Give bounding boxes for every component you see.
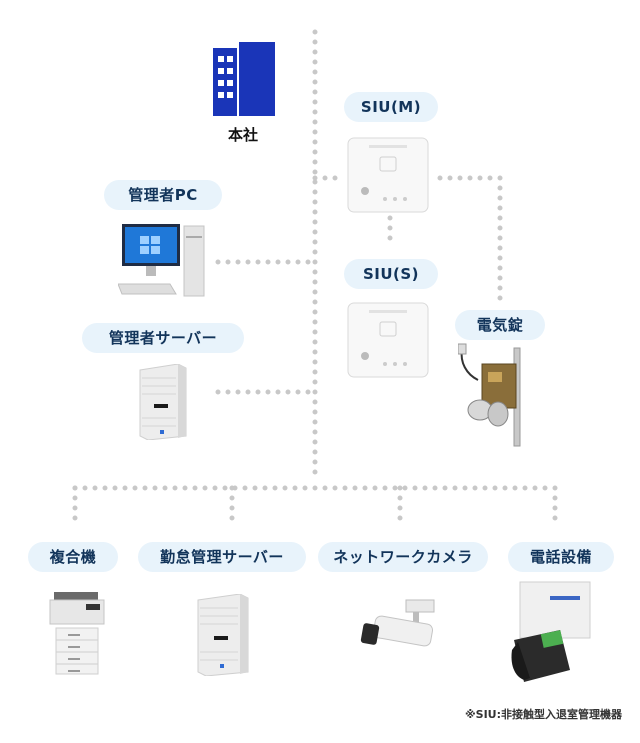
lock-label: 電気錠 [455, 310, 545, 340]
mfp-label: 複合機 [28, 542, 118, 572]
building-icon [213, 42, 275, 116]
attendance-server-icon [197, 594, 249, 676]
siu-s-device-icon [347, 302, 429, 378]
admin-server-label: 管理者サーバー [82, 323, 244, 353]
siu-m-device-icon [347, 137, 429, 213]
hq-label: 本社 [227, 126, 258, 144]
siu-m-label: SIU(M) [344, 92, 438, 122]
phone-label: 電話設備 [508, 542, 614, 572]
camera-label: ネットワークカメラ [318, 542, 488, 572]
admin-pc-label: 管理者PC [104, 180, 222, 210]
siu-s-label: SIU(S) [344, 259, 438, 289]
camera-icon [360, 599, 435, 647]
phone-system-icon [511, 581, 591, 682]
printer-icon [49, 592, 105, 675]
server-tower-icon [139, 364, 187, 440]
electric-lock-icon [458, 343, 521, 447]
lock-link [437, 175, 503, 311]
desktop-pc-icon [118, 224, 205, 297]
attendance-server-label: 勤怠管理サーバー [138, 542, 306, 572]
footnote: ※SIU:非接触型入退室管理機器 [464, 708, 622, 721]
